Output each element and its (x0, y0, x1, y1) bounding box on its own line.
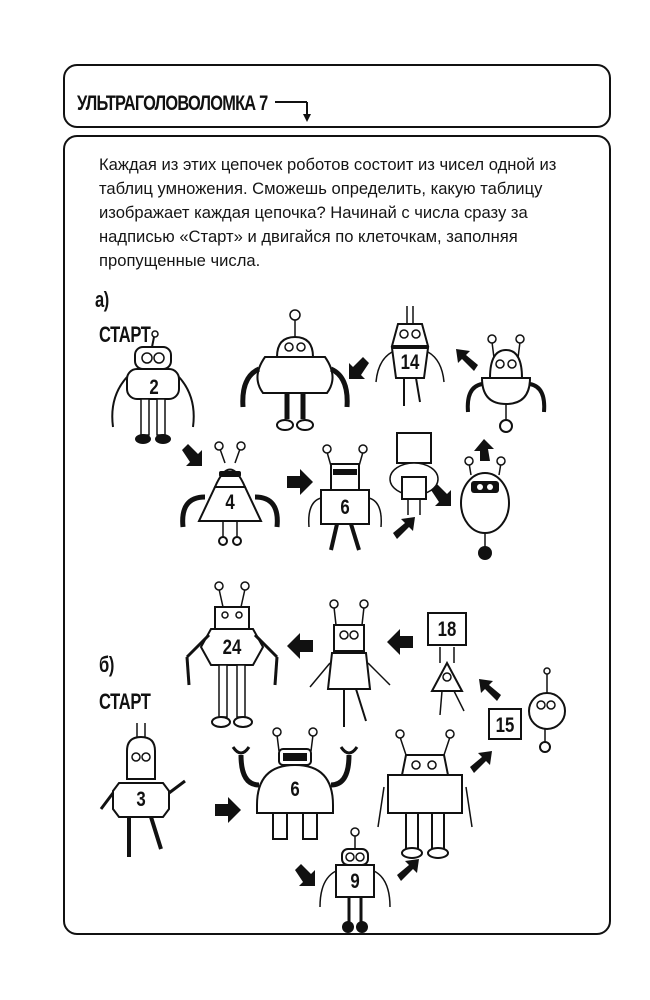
robot-number: 6 (290, 778, 300, 801)
arrow-left-icon (287, 633, 313, 659)
arrow-up-left-icon (456, 349, 478, 371)
robot-b8: 24 (177, 577, 287, 737)
robot-number: 24 (222, 636, 242, 659)
robot-a7: 14 (370, 302, 450, 422)
robot-a4 (380, 427, 450, 537)
arrow-down-left-icon (349, 357, 369, 379)
puzzle-a-label: а) (95, 287, 109, 312)
arrow-down-right-icon (182, 444, 202, 466)
robot-a8 (235, 307, 355, 437)
robot-b5: 15 (483, 667, 573, 777)
puzzle-panel: Каждая из этих цепочек роботов состоит и… (63, 135, 611, 935)
robot-a6 (460, 332, 550, 442)
robot-number: 15 (495, 714, 515, 737)
robot-b7 (300, 597, 400, 737)
robot-b3: 9 (310, 827, 400, 937)
robot-number: 4 (225, 491, 235, 514)
robot-a5 (445, 455, 525, 565)
arrow-up-left-icon (479, 679, 501, 701)
robot-number: 2 (149, 376, 159, 399)
robot-number: 18 (437, 618, 457, 641)
robot-a1: 2 (107, 327, 197, 447)
puzzle-a-start-label: СТАРТ (99, 322, 151, 347)
robot-a3: 6 (305, 442, 385, 562)
robot-number: 14 (400, 351, 420, 374)
arrow-up-icon (474, 439, 494, 461)
arrow-left-icon (387, 629, 413, 655)
puzzle-title: УЛЬТРАГОЛОВОЛОМКА 7 (77, 92, 268, 115)
arrow-right-icon (215, 797, 241, 823)
arrow-down-right-icon (295, 864, 315, 886)
robot-b2: 6 (225, 727, 359, 857)
robot-b4 (370, 727, 480, 867)
instructions-text: Каждая из этих цепочек роботов состоит и… (99, 155, 557, 270)
robot-number: 6 (340, 496, 350, 519)
arrow-up-right-icon (470, 751, 492, 773)
corner-down-arrow-icon (275, 101, 311, 122)
puzzle-b-start-label: СТАРТ (99, 689, 151, 714)
robot-a2: 4 (175, 437, 285, 547)
arrow-down-right-icon (431, 484, 451, 506)
arrow-up-right-icon (397, 859, 419, 881)
robot-b6: 18 (420, 607, 490, 727)
robot-number: 9 (350, 870, 360, 893)
arrow-right-icon (287, 469, 313, 495)
title-panel: УЛЬТРАГОЛОВОЛОМКА 7 (63, 64, 611, 128)
puzzle-b-label: б) (99, 652, 114, 677)
robot-b1: 3 (95, 717, 205, 867)
arrow-up-right-icon (393, 517, 415, 539)
robot-number: 3 (136, 788, 146, 811)
